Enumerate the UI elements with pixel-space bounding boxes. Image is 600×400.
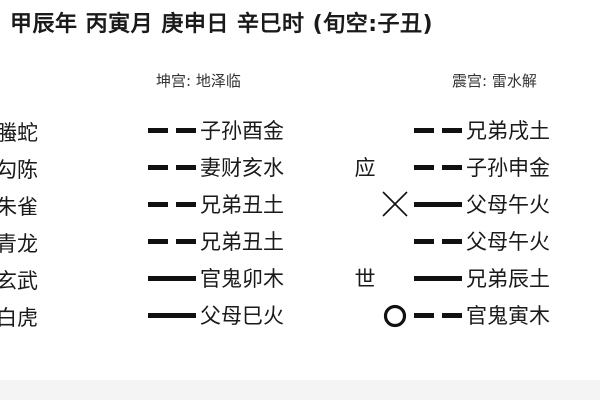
hexagram-row: 朱雀 兄弟丑土 父母午火: [0, 187, 600, 223]
right-line-label: 父母午火: [466, 230, 550, 254]
six-spirit-label: 螣蛇: [0, 121, 38, 145]
ying-marker: 应: [354, 156, 376, 180]
left-line-label: 妻财亥水: [200, 156, 284, 180]
six-spirit-label: 青龙: [0, 232, 38, 256]
right-line-label: 官鬼寅木: [466, 304, 550, 328]
left-yin-line: [148, 202, 196, 207]
hexagram-row: 青龙 兄弟丑土 父母午火: [0, 224, 600, 260]
left-yang-line: [148, 276, 196, 281]
left-yin-line: [148, 165, 196, 170]
page-title: 甲辰年 丙寅月 庚申日 辛巳时 (旬空:子丑): [10, 12, 434, 37]
left-yin-line: [148, 239, 196, 244]
right-line-label: 兄弟辰土: [466, 267, 550, 291]
six-spirit-label: 玄武: [0, 269, 38, 293]
footer-strip: [0, 380, 600, 400]
hexagram-row: 勾陈 妻财亥水 应 子孙申金: [0, 150, 600, 186]
right-line-label: 兄弟戌土: [466, 119, 550, 143]
shi-marker: 世: [354, 267, 376, 291]
hexagram-row: 白虎 父母巳火 官鬼寅木: [0, 298, 600, 334]
right-yang-line: [414, 202, 462, 207]
left-yang-line: [148, 313, 196, 318]
right-yin-line: [414, 239, 462, 244]
right-line-label: 父母午火: [466, 193, 550, 217]
left-line-label: 兄弟丑土: [200, 193, 284, 217]
left-palace-label: 坤宫: 地泽临: [156, 72, 241, 90]
left-line-label: 兄弟丑土: [200, 230, 284, 254]
left-line-label: 官鬼卯木: [200, 267, 284, 291]
right-yang-line: [414, 276, 462, 281]
hexagram-row: 螣蛇 子孙酉金 兄弟戌土: [0, 113, 600, 149]
right-palace-label: 震宫: 雷水解: [452, 72, 537, 90]
moving-yin-cross-icon: [380, 189, 410, 223]
left-line-label: 子孙酉金: [200, 119, 284, 143]
left-yin-line: [148, 128, 196, 133]
moving-yang-circle-icon: [382, 303, 408, 333]
hexagram-row: 玄武 官鬼卯木 世 兄弟辰土: [0, 261, 600, 297]
right-line-label: 子孙申金: [466, 156, 550, 180]
right-yin-line: [414, 313, 462, 318]
right-yin-line: [414, 128, 462, 133]
six-spirit-label: 勾陈: [0, 158, 38, 182]
six-spirit-label: 朱雀: [0, 195, 38, 219]
right-yin-line: [414, 165, 462, 170]
six-spirit-label: 白虎: [0, 306, 38, 330]
left-line-label: 父母巳火: [200, 304, 284, 328]
